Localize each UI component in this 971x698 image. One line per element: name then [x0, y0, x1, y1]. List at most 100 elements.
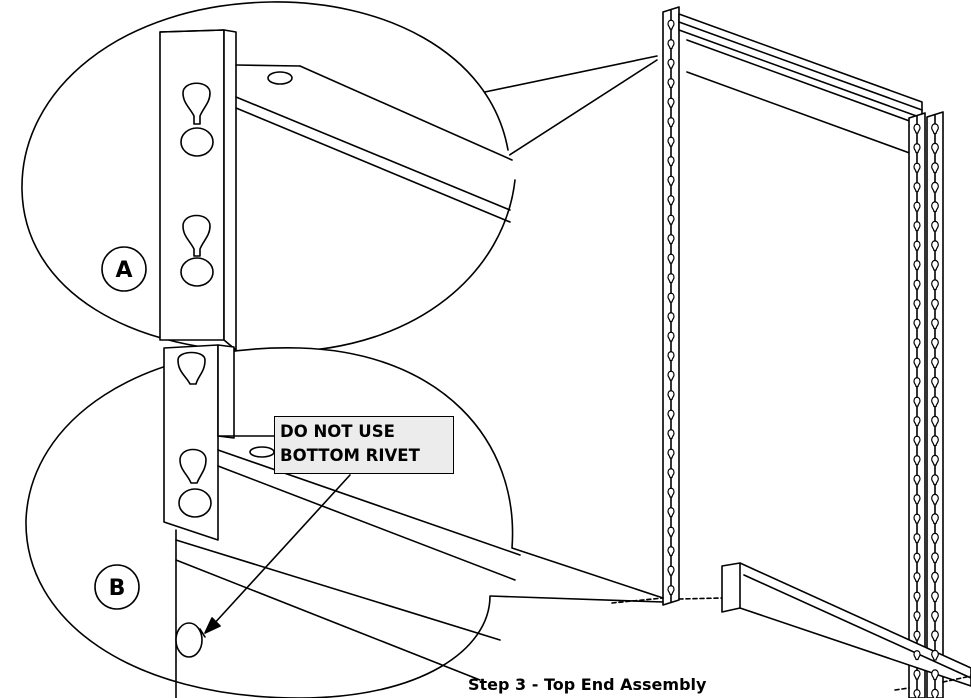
keyhole-slot-icon — [931, 201, 939, 213]
keyhole-slot-icon — [667, 546, 675, 557]
keyhole-slot-icon — [931, 337, 939, 349]
keyhole-slot-icon — [667, 292, 675, 303]
keyhole-slot-icon — [931, 513, 939, 525]
keyhole-slot-icon — [931, 142, 939, 154]
keyhole-slot-icon — [931, 162, 939, 174]
keyhole-slot-icon — [667, 312, 675, 323]
keyhole-slot-icon — [913, 143, 921, 154]
keyhole-slot-icon — [667, 175, 675, 186]
keyhole-slot-icon — [931, 474, 939, 486]
keyhole-slot-icon — [931, 123, 939, 135]
keyhole-slot-icon — [931, 610, 939, 622]
keyhole-slot-icon — [931, 688, 939, 698]
keyhole-slot-icon — [931, 181, 939, 193]
keyhole-slot-icon — [667, 195, 675, 206]
keyhole-slot-icon — [667, 117, 675, 128]
keyhole-slot-icon — [913, 416, 921, 427]
keyhole-slot-icon — [913, 318, 921, 329]
keyhole-slot-icon — [667, 19, 675, 30]
keyhole-slot-icon — [913, 162, 921, 173]
keyhole-slot-icon — [667, 409, 675, 420]
keyhole-slot-icon — [931, 532, 939, 544]
keyhole-slot-icon — [931, 396, 939, 408]
keyhole-slot-icon — [931, 669, 939, 681]
keyhole-slot-icon — [913, 357, 921, 368]
keyhole-slot-icon — [913, 630, 921, 641]
keyhole-slot-icon — [931, 415, 939, 427]
keyhole-slot-icon — [931, 220, 939, 232]
keyhole-slot-icon — [931, 318, 939, 330]
keyhole-slot-icon — [913, 494, 921, 505]
keyhole-slot-icon — [913, 299, 921, 310]
keyhole-slot-icon — [667, 390, 675, 401]
keyhole-slot-icon — [931, 630, 939, 642]
warning-box: DO NOT USE BOTTOM RIVET — [274, 416, 454, 474]
keyhole-slot-icon — [667, 214, 675, 225]
keyhole-slot-icon — [931, 357, 939, 369]
keyhole-slot-icon — [913, 201, 921, 212]
keyhole-slot-icon — [913, 221, 921, 232]
keyhole-slot-icon — [913, 123, 921, 134]
keyhole-slot-icon — [913, 513, 921, 524]
keyhole-slot-icon — [913, 260, 921, 271]
keyhole-slot-icon — [913, 240, 921, 251]
keyhole-slot-icon — [913, 279, 921, 290]
keyhole-slot-icon — [667, 97, 675, 108]
keyhole-slot-icon — [931, 376, 939, 388]
keyhole-slot-icon — [931, 493, 939, 505]
keyhole-slot-icon — [667, 526, 675, 537]
keyhole-slot-icon — [913, 552, 921, 563]
keyhole-slot-icon — [931, 240, 939, 252]
keyhole-slot-icon — [667, 273, 675, 284]
keyhole-slot-icon — [913, 377, 921, 388]
keyhole-slot-icon — [667, 58, 675, 69]
keyhole-slot-icon — [913, 455, 921, 466]
keyhole-slot-icon — [913, 182, 921, 193]
keyhole-slots — [667, 19, 939, 698]
end-frame — [611, 6, 971, 698]
keyhole-slot-icon — [913, 669, 921, 680]
callout-a — [21, 1, 658, 353]
keyhole-slot-icon — [931, 454, 939, 466]
keyhole-slot-icon — [667, 39, 675, 50]
keyhole-slot-icon — [913, 338, 921, 349]
keyhole-slot-icon — [667, 468, 675, 479]
keyhole-slot-icon — [913, 689, 921, 698]
keyhole-slot-icon — [667, 156, 675, 167]
keyhole-slot-icon — [913, 611, 921, 622]
keyhole-slot-icon — [931, 571, 939, 583]
keyhole-slot-icon — [931, 279, 939, 291]
keyhole-slot-icon — [913, 474, 921, 485]
warning-line-2: BOTTOM RIVET — [280, 446, 420, 465]
callout-a-letter: A — [115, 258, 132, 283]
keyhole-slot-icon — [667, 331, 675, 342]
keyhole-slot-icon — [913, 572, 921, 583]
keyhole-slot-icon — [931, 435, 939, 447]
keyhole-slot-icon — [667, 507, 675, 518]
keyhole-slot-icon — [667, 253, 675, 264]
keyhole-slot-icon — [667, 565, 675, 576]
keyhole-slot-icon — [667, 487, 675, 498]
callout-b-letter: B — [109, 576, 126, 601]
step-caption: Step 3 - Top End Assembly — [468, 675, 707, 694]
keyhole-slot-icon — [667, 351, 675, 362]
keyhole-slot-icon — [667, 370, 675, 381]
keyhole-slot-icon — [931, 649, 939, 661]
keyhole-slot-icon — [667, 585, 675, 596]
keyhole-slot-icon — [931, 591, 939, 603]
keyhole-slot-icon — [667, 448, 675, 459]
keyhole-slot-icon — [667, 78, 675, 89]
keyhole-slot-icon — [913, 435, 921, 446]
keyhole-slot-icon — [667, 234, 675, 245]
callout-b — [25, 344, 664, 698]
keyhole-slot-icon — [931, 552, 939, 564]
warning-line-1: DO NOT USE — [280, 422, 395, 441]
keyhole-slot-icon — [913, 533, 921, 544]
keyhole-slot-icon — [667, 429, 675, 440]
keyhole-slot-icon — [913, 650, 921, 661]
keyhole-slot-icon — [913, 591, 921, 602]
keyhole-slot-icon — [913, 396, 921, 407]
keyhole-slot-icon — [931, 298, 939, 310]
keyhole-slot-icon — [931, 259, 939, 271]
